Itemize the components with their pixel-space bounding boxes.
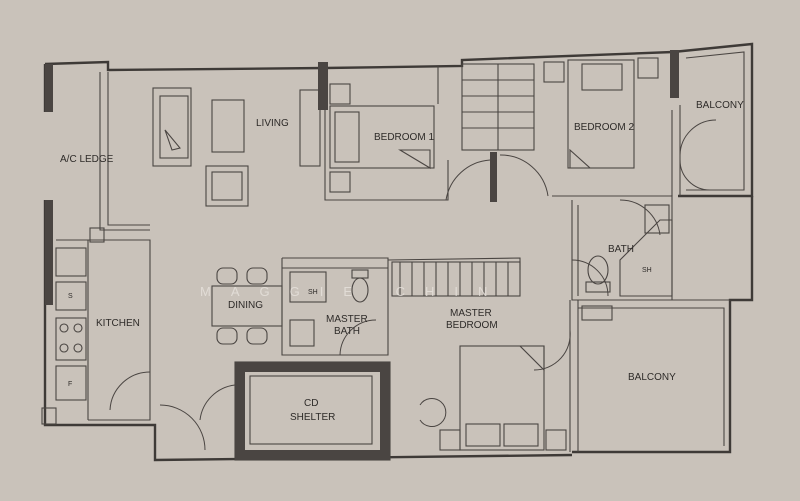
label-cd-shelter-2: SHELTER xyxy=(290,412,335,423)
label-balcony-top: BALCONY xyxy=(696,100,744,111)
label-appliance-s: S xyxy=(68,293,73,300)
label-sh-bath: SH xyxy=(642,267,652,274)
label-ac-ledge: A/C LEDGE xyxy=(60,154,114,165)
label-master-bath-1: MASTER xyxy=(326,314,368,325)
master-wardrobe xyxy=(391,261,521,297)
label-bedroom-1: BEDROOM 1 xyxy=(374,132,434,143)
label-balcony-bottom: BALCONY xyxy=(628,372,676,383)
room-labels: LIVING BEDROOM 1 BEDROOM 2 BALCONY A/C L… xyxy=(60,100,744,423)
label-appliance-f: F xyxy=(68,381,72,388)
label-master-bedroom-1: MASTER xyxy=(450,308,492,319)
label-master-bath-2: BATH xyxy=(334,326,360,337)
label-living: LIVING xyxy=(256,118,289,129)
label-sh-master: SH xyxy=(308,289,318,296)
label-master-bedroom-2: BEDROOM xyxy=(446,320,498,331)
label-bath: BATH xyxy=(608,244,634,255)
label-dining: DINING xyxy=(228,300,263,311)
label-bedroom-2: BEDROOM 2 xyxy=(574,122,634,133)
furniture xyxy=(41,57,673,451)
label-kitchen: KITCHEN xyxy=(96,318,140,329)
wardrobe xyxy=(461,63,535,151)
label-cd-shelter-1: CD xyxy=(304,398,318,409)
watermark: MAGGIE CHIN xyxy=(200,284,507,299)
doors xyxy=(109,119,717,451)
